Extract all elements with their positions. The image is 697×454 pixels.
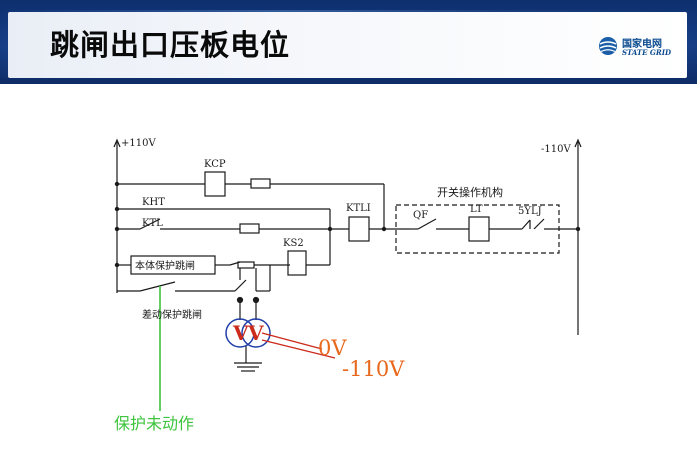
voltmeter-2	[241, 318, 271, 348]
kht-label: KHT	[142, 197, 165, 208]
state-grid-logo: 国家电网 STATE GRID	[598, 33, 676, 59]
lt-label: LT	[470, 204, 483, 215]
qf-label: QF	[413, 210, 428, 221]
negative-bus-label: -110V	[541, 144, 571, 155]
voltmeter-2-symbol: V	[247, 321, 264, 345]
trip-plate	[237, 261, 255, 269]
ktl-contact	[139, 218, 161, 230]
diff-trip-contact	[139, 281, 176, 292]
negative-bus-arrow	[574, 138, 582, 148]
diff-trip-label: 差动保护跳闸	[142, 308, 202, 321]
qf-contact	[417, 218, 437, 230]
slide-header: 跳闸出口压板电位 国家电网 STATE GRID	[0, 0, 697, 84]
reading-neg110v: -110V	[342, 357, 405, 381]
ktli-coil	[348, 216, 370, 242]
voltmeter-1	[225, 318, 255, 348]
lt-coil	[468, 216, 490, 242]
body-trip-label: 本体保护跳闸	[135, 259, 195, 272]
voltmeter-1-symbol: V	[232, 321, 249, 345]
ktl-resistor	[239, 223, 260, 234]
not-operated-note: 保护未动作	[114, 414, 194, 433]
slide-title: 跳闸出口压板电位	[50, 28, 291, 62]
reading-0v: 0V	[318, 336, 347, 360]
annotation-line-110v	[261, 339, 336, 359]
kcp-coil	[204, 171, 226, 197]
logo-text-cn: 国家电网	[622, 39, 662, 50]
kcp-resistor	[250, 178, 271, 189]
ylj-label: 5YLJ	[518, 206, 542, 217]
ylj-contact	[533, 218, 545, 230]
ks2-label: KS2	[283, 238, 304, 249]
positive-bus-arrow	[113, 138, 121, 148]
header-panel	[8, 12, 687, 78]
ktli-label: KTLI	[346, 203, 371, 214]
ktl-label: KTL	[142, 218, 163, 229]
globe-icon	[599, 37, 617, 55]
annotation-line-0v	[261, 332, 323, 350]
mechanism-label: 开关操作机构	[437, 185, 503, 199]
ks2-coil	[287, 250, 307, 276]
kcp-label: KCP	[204, 159, 226, 170]
logo-text-en: STATE GRID	[622, 48, 672, 57]
positive-bus-label: +110V	[121, 138, 156, 149]
